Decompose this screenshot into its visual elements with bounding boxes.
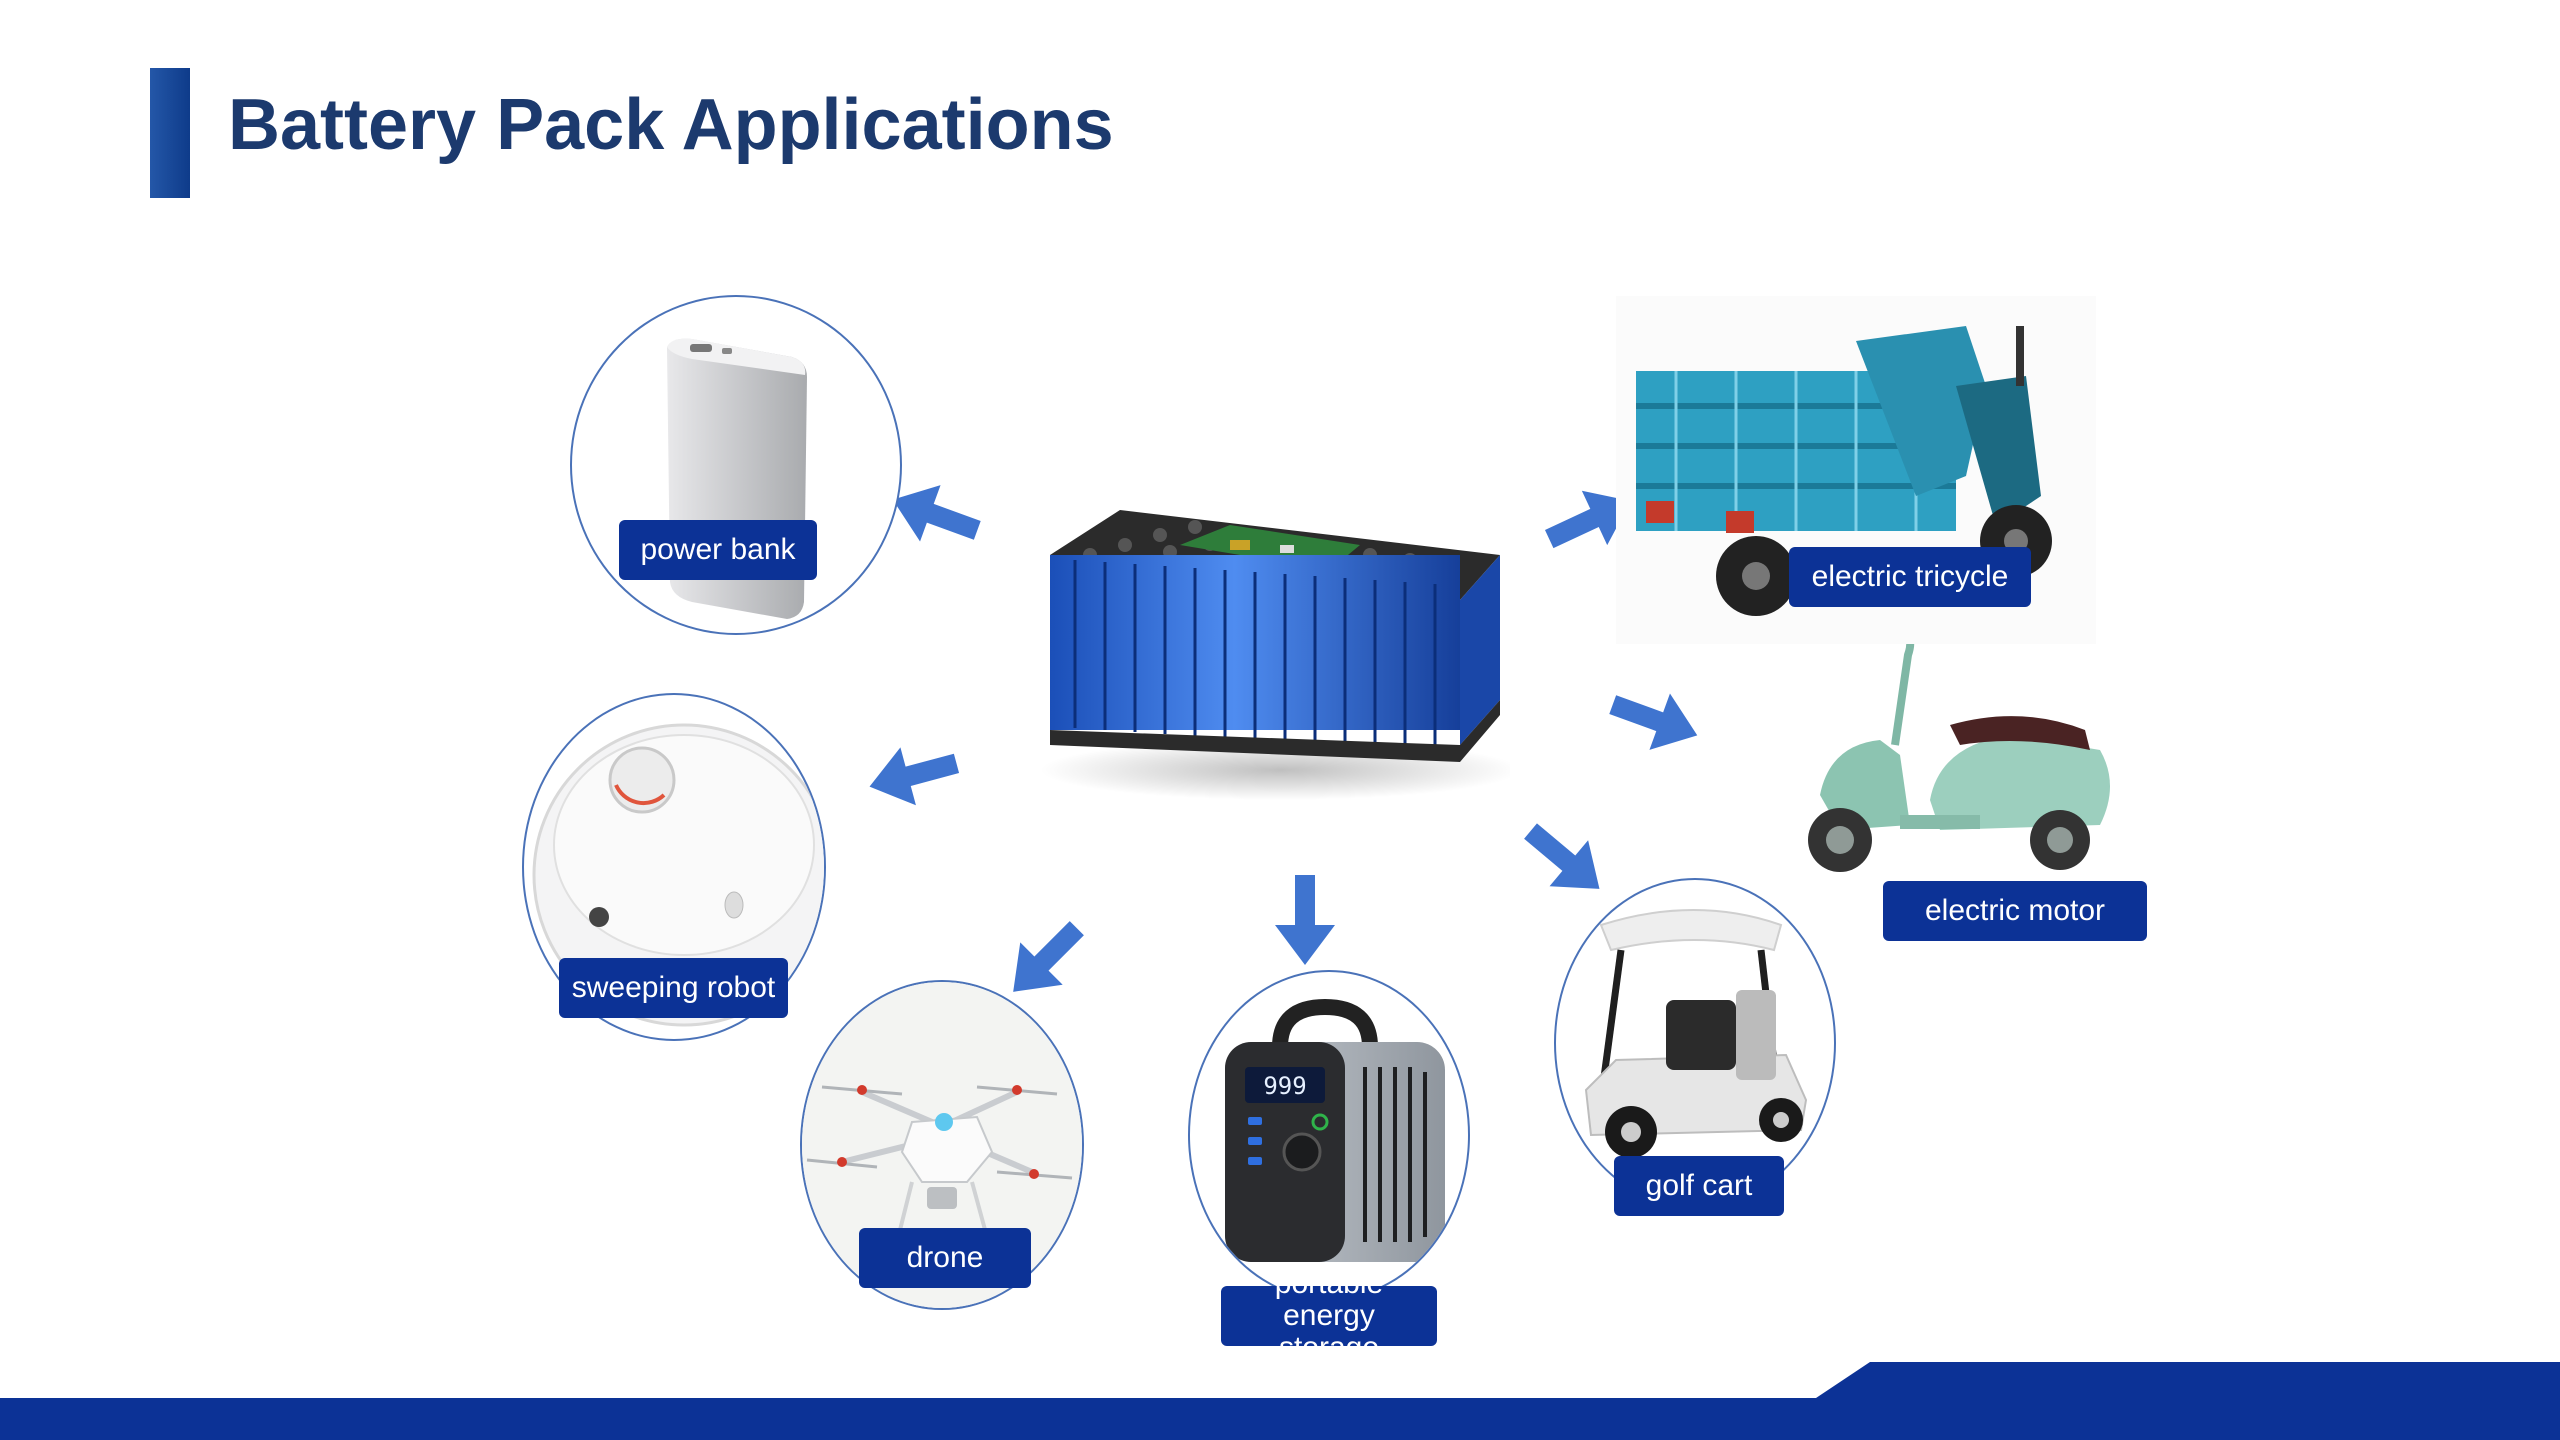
footer-accent-shape	[1810, 1362, 2560, 1402]
power-bank-icon	[667, 338, 807, 619]
tricycle-icon	[1616, 296, 2096, 644]
arrow-to-portable-energy-storage	[1260, 860, 1350, 970]
battery-pack-icon	[1030, 500, 1510, 800]
electric-motor-label: electric motor	[1883, 881, 2147, 941]
arrow-to-power-bank	[880, 470, 990, 560]
portable-power-station-icon: 999	[1225, 998, 1445, 1262]
power-bank-label: power bank	[619, 520, 817, 580]
sweeping-robot-label: sweeping robot	[559, 958, 788, 1018]
scooter-icon	[1790, 625, 2130, 885]
golf-cart-icon	[1584, 909, 1808, 1158]
page-title: Battery Pack Applications	[228, 85, 1114, 165]
power-bank-circle	[570, 295, 902, 635]
footer-band	[0, 1398, 2560, 1440]
electric-tricycle-label: electric tricycle	[1789, 547, 2031, 607]
drone-label: drone	[859, 1228, 1031, 1288]
portable-energy-storage-label: portable energy storage	[1221, 1286, 1437, 1346]
arrow-to-electric-tricycle	[1535, 470, 1645, 570]
station-display: 999	[1263, 1072, 1306, 1100]
robot-vacuum-icon	[532, 723, 824, 1027]
arrow-to-sweeping-robot	[858, 730, 968, 820]
arrow-to-electric-motor	[1600, 670, 1710, 770]
title-accent-bar	[150, 68, 190, 198]
golf-cart-circle	[1554, 878, 1836, 1208]
arrow-to-drone	[995, 910, 1095, 1010]
portable-energy-storage-circle: 999	[1188, 970, 1470, 1300]
arrow-to-golf-cart	[1510, 810, 1620, 910]
golf-cart-label: golf cart	[1614, 1156, 1784, 1216]
